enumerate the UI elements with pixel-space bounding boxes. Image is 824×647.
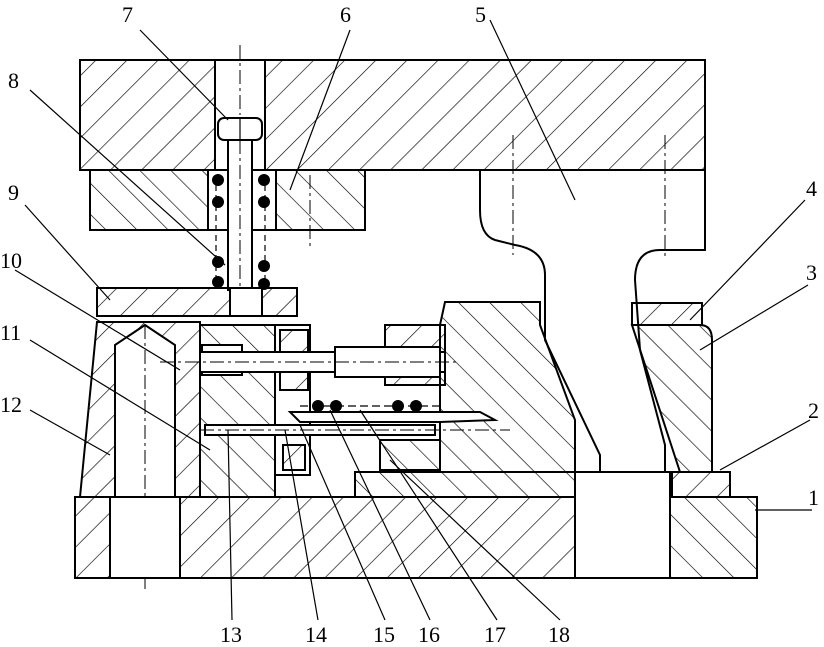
callout-17: 17 (484, 622, 506, 647)
connecting-rods (160, 346, 510, 436)
guide-block (630, 302, 713, 473)
callout-10: 10 (0, 248, 22, 273)
callout-12: 12 (0, 392, 22, 417)
callout-14: 14 (305, 622, 327, 647)
callout-15: 15 (373, 622, 395, 647)
die-block (78, 321, 201, 590)
callout-1: 1 (808, 485, 819, 510)
callout-2: 2 (808, 398, 819, 423)
callout-8: 8 (8, 68, 19, 93)
callout-7: 7 (122, 2, 133, 27)
stripper-plate (96, 287, 298, 317)
slide-block (379, 301, 576, 473)
upper-plate (79, 45, 706, 171)
callout-16: 16 (418, 622, 440, 647)
leader-lines (14, 19, 812, 621)
callout-4: 4 (806, 176, 817, 201)
callout-6: 6 (340, 2, 351, 27)
callout-9: 9 (8, 180, 19, 205)
wedge-driver (479, 135, 706, 549)
stripper-bolt (217, 117, 263, 291)
lower-base (74, 471, 758, 579)
callout-18: 18 (548, 622, 570, 647)
callout-3: 3 (806, 260, 817, 285)
callout-11: 11 (0, 320, 21, 345)
callout-5: 5 (475, 2, 486, 27)
callout-13: 13 (220, 622, 242, 647)
